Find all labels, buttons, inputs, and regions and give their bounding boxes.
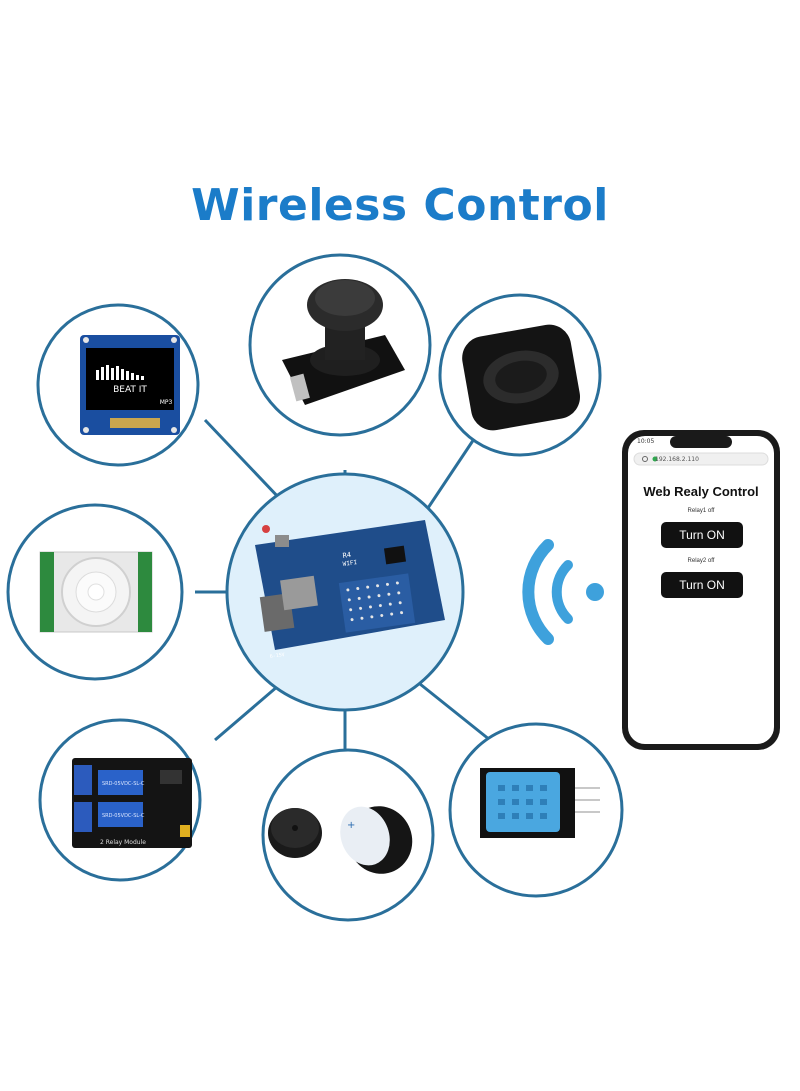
oled-module: BEAT IT MP3	[80, 335, 180, 435]
dc-label: 6-15V	[269, 652, 285, 660]
app-title: Web Realy Control	[643, 484, 759, 499]
relay-model-2: SRD-05VDC-SL-C	[102, 813, 145, 819]
phone-time: 10:05	[637, 438, 655, 445]
buzzer-polarity: +	[347, 820, 355, 831]
oled-tag: MP3	[160, 399, 173, 406]
relay2-status: Relay2 off	[687, 558, 715, 564]
pir-sensor	[39, 551, 153, 633]
board-label-2: WIFI	[342, 559, 358, 568]
address-bar[interactable]: 192.168.2.110	[655, 456, 699, 463]
page-title: Wireless Control	[191, 180, 609, 231]
joystick-module	[282, 279, 405, 405]
board-label: R4	[342, 551, 351, 560]
phone-screen: 10:05 192.168.2.110 Web Realy Control Re…	[631, 436, 771, 744]
buzzer-module: +	[268, 806, 413, 874]
wifi-signal-icon	[522, 539, 604, 645]
relay-model-1: SRD-05VDC-SL-C	[102, 781, 145, 787]
relay-text: 2 Relay Module	[100, 839, 146, 846]
relay1-turn-on-button[interactable]: Turn ON	[661, 522, 743, 548]
relay2-turn-on-button[interactable]: Turn ON	[661, 572, 743, 598]
dht-sensor	[480, 768, 600, 838]
speaker-module	[462, 324, 581, 431]
oled-text: BEAT IT	[113, 385, 147, 395]
relay1-status: Relay1 off	[687, 508, 715, 514]
relay-module: SRD-05VDC-SL-C SRD-05VDC-SL-C 2 Relay Mo…	[72, 758, 192, 848]
arduino-board: R4 WIFI 6-15V	[255, 520, 445, 660]
